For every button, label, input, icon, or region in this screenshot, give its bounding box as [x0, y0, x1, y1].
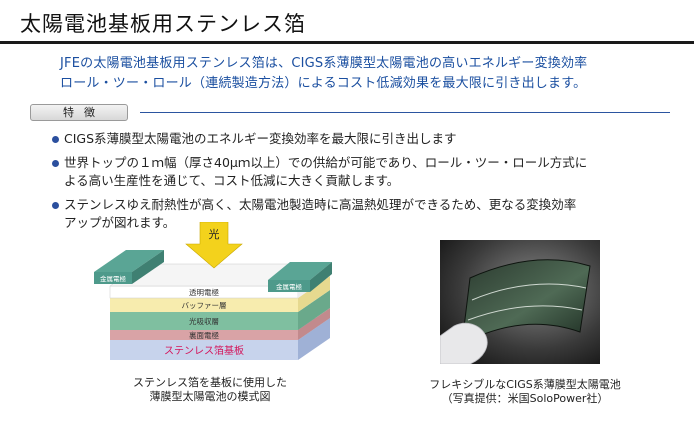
- buffer-label: バッファー層: [182, 301, 227, 310]
- feature-item: 世界トップの１ｍ幅（厚さ40μｍ以上）での供給が可能であり、ロール・ツー・ロール…: [52, 154, 672, 190]
- features-tab: 特徴: [30, 104, 128, 121]
- right-electrode-front: [268, 280, 310, 292]
- substrate-layer-side: [298, 318, 330, 360]
- feature-item-line: よる高い生産性を通じて、コスト低減に大きく貢献します。: [64, 173, 400, 188]
- feature-list: CIGS系薄膜型太陽電池のエネルギー変換効率を最大限に引き出します 世界トップの…: [52, 130, 672, 238]
- gloved-hand: [440, 322, 488, 364]
- transparent-electrode-label: 透明電極: [189, 287, 219, 297]
- sheet-line: [467, 305, 583, 321]
- back-electrode-layer: [110, 330, 298, 340]
- flexible-solar-cell-photo: [440, 240, 600, 364]
- feature-item-line: アップが図れます。: [64, 215, 176, 230]
- intro-line-1: JFEの太陽電池基板用ステンレス箔は、CIGS系薄膜型太陽電池の高いエネルギー変…: [60, 56, 588, 71]
- solar-sheet: [461, 259, 591, 345]
- layer-stack: [109, 263, 331, 360]
- sheet-line: [471, 283, 587, 301]
- absorber-side: [298, 290, 330, 330]
- feature-item-line: CIGS系薄膜型太陽電池のエネルギー変換効率を最大限に引き出します: [64, 131, 457, 146]
- absorber-label: 光吸収層: [189, 316, 219, 326]
- feature-item: CIGS系薄膜型太陽電池のエネルギー変換効率を最大限に引き出します: [52, 130, 672, 148]
- right-electrode: [268, 262, 332, 280]
- right-electrode-side: [310, 262, 332, 292]
- intro-text: JFEの太陽電池基板用ステンレス箔は、CIGS系薄膜型太陽電池の高いエネルギー変…: [60, 54, 680, 94]
- features-divider: [140, 112, 670, 113]
- right-electrode-label: 金属電極: [276, 282, 303, 291]
- buffer-side: [298, 276, 330, 312]
- feature-item: ステンレスゆえ耐熱性が高く、太陽電池製造時に高温熱処理ができるため、更なる変換効…: [52, 196, 672, 232]
- substrate-layer-front: [110, 340, 298, 360]
- back-electrode-label: 裏面電極: [189, 330, 219, 340]
- feature-item-line: 世界トップの１ｍ幅（厚さ40μｍ以上）での供給が可能であり、ロール・ツー・ロール…: [64, 155, 588, 170]
- back-electrode-side: [298, 308, 330, 340]
- page-title: 太陽電池基板用ステンレス箔: [20, 12, 306, 36]
- photo-caption: フレキシブルなCIGS系薄膜型太陽電池 （写真提供：米国SoloPower社）: [400, 378, 650, 406]
- absorber-layer: [110, 312, 298, 330]
- left-electrode-label: 金属電極: [100, 274, 127, 283]
- diagram-caption-line-2: 薄膜型太陽電池の模式図: [149, 390, 271, 403]
- buffer-layer: [110, 298, 298, 312]
- left-electrode-side: [132, 250, 164, 284]
- photo-caption-line-1: フレキシブルなCIGS系薄膜型太陽電池: [429, 378, 621, 391]
- photo-caption-line-2: （写真提供：米国SoloPower社）: [441, 392, 609, 405]
- light-label: 光: [209, 227, 220, 241]
- feature-item-line: ステンレスゆえ耐熱性が高く、太陽電池製造時に高温熱処理ができるため、更なる変換効…: [64, 197, 577, 212]
- light-arrow: [185, 222, 243, 269]
- title-divider: [0, 41, 694, 44]
- intro-line-2: ロール・ツー・ロール（連続製造方法）によるコスト低減効果を最大限に引き出します。: [60, 76, 587, 91]
- left-electrode-front: [94, 272, 132, 284]
- substrate-label: ステンレス箔基板: [164, 344, 244, 357]
- diagram-caption-line-1: ステンレス箔を基板に使用した: [133, 376, 287, 389]
- solar-cell-diagram: 光 金属電極 金属電極 透明電極 バッファー層 光吸収層 裏面電極 ステンレス箔…: [94, 222, 332, 360]
- left-electrode: [94, 250, 164, 272]
- diagram-caption: ステンレス箔を基板に使用した 薄膜型太陽電池の模式図: [110, 376, 310, 404]
